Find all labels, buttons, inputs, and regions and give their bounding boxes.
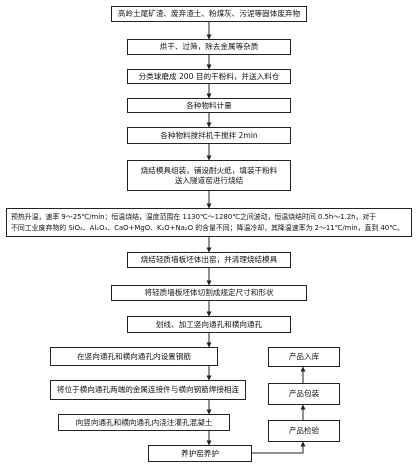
step-grouting: 向竖向通孔和横向通孔内浇注灌孔混凝土 — [58, 414, 230, 431]
step-mold-assembly-line2: 送入隧道窑进行烧结 — [174, 175, 244, 185]
arrow-14-15 — [252, 441, 306, 454]
step-welding: 将位于横向通孔两端的金属连接件与横向钢筋焊接相连 — [50, 380, 246, 400]
step-rebar: 在竖向通孔和横向通孔内设置钢筋 — [50, 347, 218, 366]
step-ball-mill: 分类球磨成 200 目的干粉料，并送入料仓 — [127, 69, 291, 84]
step-drill-holes: 划线、加工竖向通孔和横向通孔 — [127, 316, 291, 333]
step-dry-sieve: 烘干、过筛，除去金属等杂质 — [127, 39, 291, 55]
step-mold-assembly: 烧结模具组装，铺设耐火纸，填装干粉料 送入隧道窑进行烧结 — [127, 160, 291, 191]
step-sintering-curve: 预热升温，速率 9～25℃/min；恒温烧结，温度范围在 1130℃～1280℃… — [6, 208, 412, 237]
step-raw-materials: 高岭土尾矿渣、废弃渣土、粉煤灰、污泥等固体废弃物 — [111, 6, 307, 22]
step-sintering-line2: 不同工业废弃物的 SiO₂、Al₂O₃、CaO+MgO、K₂O+Na₂O 的含量… — [11, 223, 404, 232]
step-curing-kiln: 养护窑养护 — [148, 445, 252, 462]
step-inspection: 产品检验 — [268, 420, 340, 442]
step-warehousing: 产品入库 — [268, 347, 340, 367]
step-sintering-line1: 预热升温，速率 9～25℃/min；恒温烧结，温度范围在 1130℃～1280℃… — [11, 212, 377, 221]
step-demold: 烧结轻质墙板坯体出窑，并清理烧结模具 — [127, 252, 291, 268]
step-packaging: 产品包装 — [268, 383, 340, 405]
step-mold-assembly-line1: 烧结模具组装，铺设耐火纸，填装干粉料 — [140, 165, 278, 175]
step-cutting: 将轻质墙板坯体切割成规定尺寸和形状 — [111, 285, 307, 301]
step-weighing: 各种物料计量 — [127, 98, 291, 113]
step-dry-mixing: 各种物料搅拌机干搅拌 2min — [127, 127, 291, 144]
